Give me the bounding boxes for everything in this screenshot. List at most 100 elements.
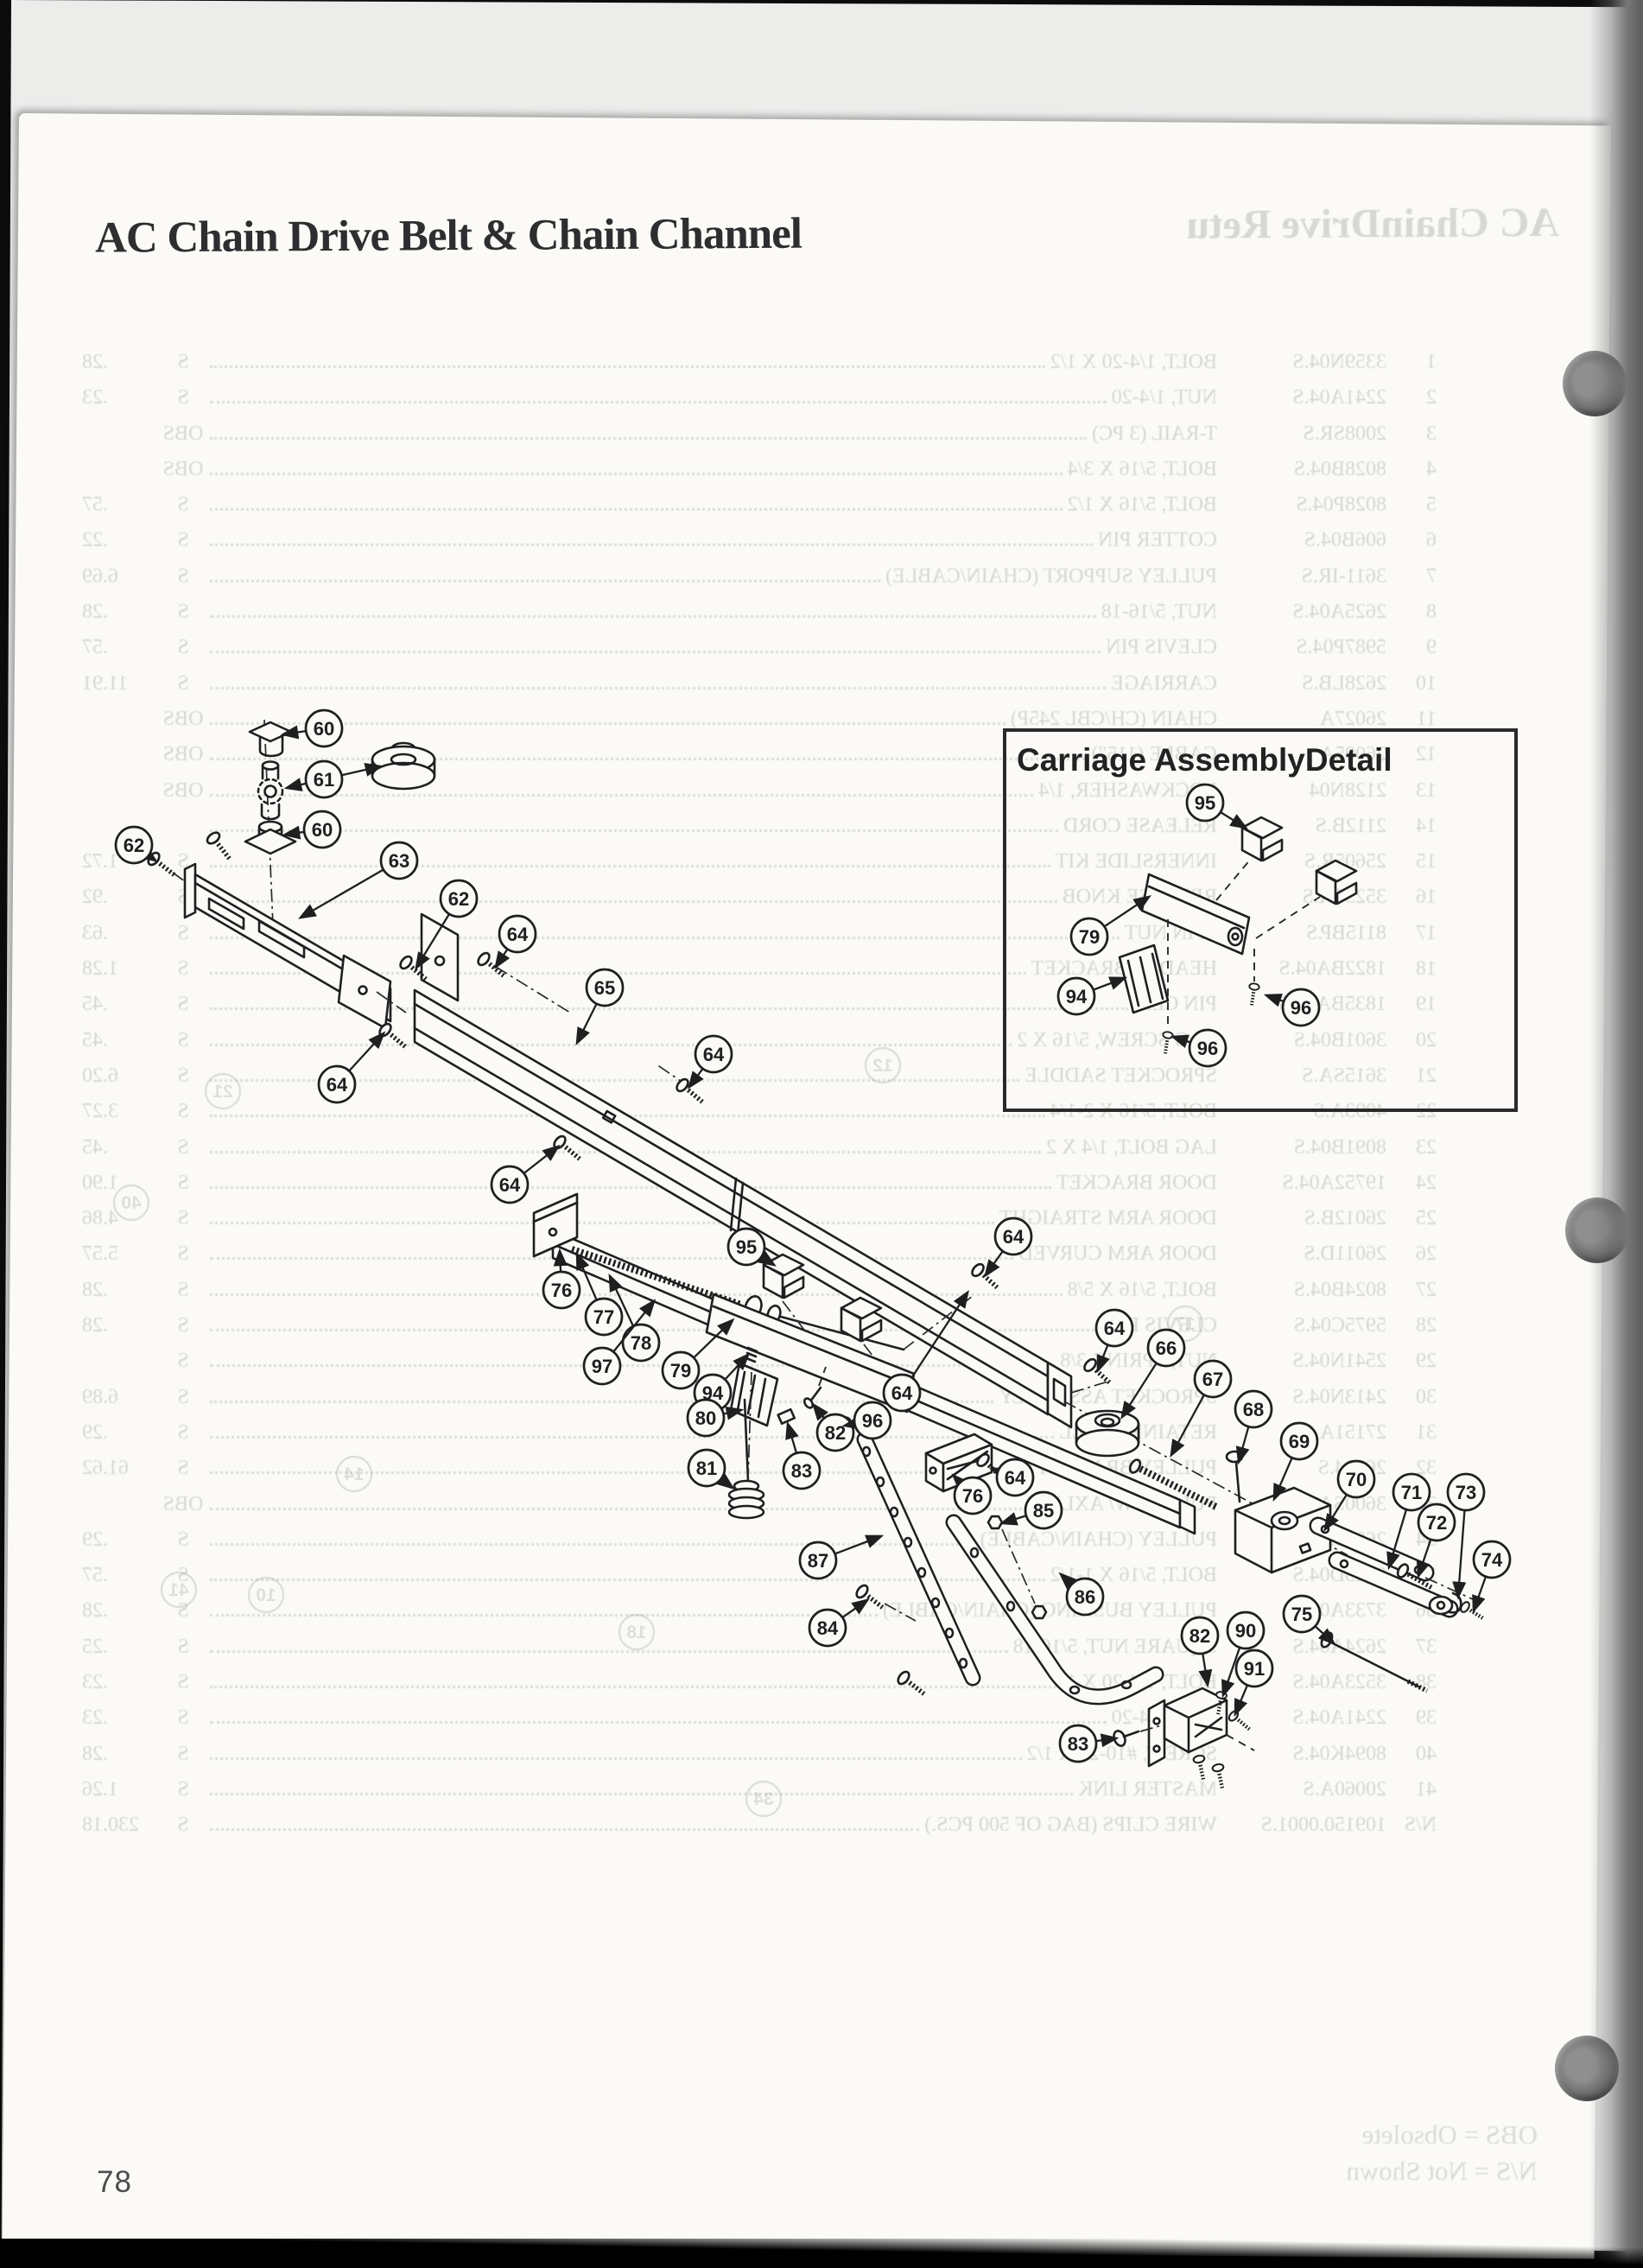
svg-text:12: 12 (872, 1056, 892, 1076)
scan-edge-bottom (0, 2239, 1643, 2268)
svg-text:10: 10 (256, 1585, 276, 1605)
balloon-75: 75 (1282, 1594, 1336, 1646)
svg-text:83: 83 (1068, 1733, 1088, 1755)
svg-text:64: 64 (891, 1382, 913, 1404)
balloon-79: 79 (661, 1318, 735, 1390)
svg-text:21: 21 (213, 1082, 233, 1102)
svg-text:63: 63 (389, 850, 409, 872)
svg-text:82: 82 (825, 1422, 846, 1444)
svg-text:62: 62 (448, 888, 469, 910)
svg-text:82: 82 (1189, 1625, 1210, 1647)
svg-text:34: 34 (753, 1789, 774, 1809)
svg-text:68: 68 (1243, 1399, 1264, 1420)
svg-text:75: 75 (1291, 1604, 1312, 1625)
svg-text:76: 76 (551, 1280, 572, 1301)
svg-text:41: 41 (168, 1580, 189, 1600)
balloon-82: 82 (811, 1402, 855, 1452)
svg-text:80: 80 (695, 1407, 716, 1429)
balloon-96: 96 (1263, 988, 1321, 1027)
door-arm-curved (945, 1514, 1164, 1706)
svg-text:64: 64 (1005, 1467, 1026, 1489)
svg-text:86: 86 (1075, 1586, 1095, 1608)
svg-text:87: 87 (808, 1550, 828, 1572)
svg-text:91: 91 (1244, 1658, 1265, 1680)
svg-text:67: 67 (1202, 1369, 1223, 1390)
balloon-64: 64 (882, 1290, 969, 1413)
balloon-62: 62 (114, 825, 158, 865)
balloon-76: 76 (951, 1473, 993, 1515)
balloon-64: 64 (984, 1217, 1033, 1278)
svg-text:18: 18 (626, 1623, 647, 1642)
balloon-77: 77 (575, 1251, 624, 1337)
svg-text:14: 14 (344, 1464, 365, 1484)
balloon-76: 76 (542, 1248, 581, 1310)
balloon-95: 95 (1185, 783, 1248, 829)
idler-pulley (1075, 1409, 1140, 1458)
balloon-94: 94 (1056, 976, 1128, 1016)
svg-text:96: 96 (1291, 997, 1311, 1019)
svg-text:77: 77 (593, 1306, 614, 1328)
svg-text:97: 97 (592, 1356, 612, 1377)
balloon-86: 86 (1058, 1572, 1105, 1617)
balloon-61: 61 (283, 759, 384, 799)
svg-text:62: 62 (124, 835, 144, 856)
balloon-83: 83 (782, 1420, 822, 1490)
svg-text:64: 64 (1104, 1318, 1126, 1339)
door-bracket (1147, 1687, 1228, 1768)
svg-text:90: 90 (1235, 1620, 1256, 1642)
svg-text:64: 64 (703, 1044, 725, 1065)
svg-text:84: 84 (817, 1617, 839, 1639)
svg-text:95: 95 (736, 1236, 757, 1258)
svg-text:64: 64 (499, 1174, 521, 1196)
svg-text:70: 70 (1346, 1469, 1367, 1490)
balloon-78: 78 (608, 1273, 661, 1363)
balloon-64: 64 (317, 1031, 386, 1104)
ghost-balloon-18: 18 (618, 1613, 656, 1651)
svg-text:83: 83 (791, 1460, 812, 1482)
ghost-balloon-17: 17 (1166, 1305, 1204, 1343)
svg-text:17: 17 (1175, 1314, 1195, 1334)
balloon-64: 64 (490, 1144, 561, 1204)
svg-text:95: 95 (1195, 792, 1215, 814)
carriage-assembly (705, 1253, 916, 1520)
sprocket-housing (1234, 1486, 1332, 1574)
balloon-65: 65 (575, 968, 625, 1046)
svg-text:60: 60 (312, 819, 333, 841)
page-number: 78 (97, 2165, 132, 2199)
scan-edge-right (1589, 0, 1643, 2268)
svg-text:69: 69 (1289, 1431, 1310, 1452)
balloon-60: 60 (282, 810, 342, 849)
svg-text:74: 74 (1481, 1549, 1503, 1571)
svg-text:85: 85 (1033, 1500, 1054, 1522)
sprocket-part (257, 778, 284, 805)
balloon-97: 97 (582, 1299, 657, 1386)
svg-text:79: 79 (670, 1360, 691, 1382)
ghost-balloon-34: 34 (745, 1780, 783, 1818)
balloon-72: 72 (1416, 1502, 1456, 1579)
svg-text:60: 60 (314, 718, 334, 740)
svg-text:65: 65 (594, 977, 615, 999)
balloon-96: 96 (1170, 1028, 1227, 1068)
balloon-70: 70 (1323, 1459, 1376, 1532)
balloon-90: 90 (1221, 1610, 1266, 1699)
svg-text:79: 79 (1079, 926, 1100, 948)
svg-text:66: 66 (1156, 1337, 1177, 1359)
ghost-balloon-14: 14 (335, 1455, 373, 1493)
svg-text:73: 73 (1456, 1482, 1476, 1503)
balloon-81: 81 (687, 1448, 735, 1490)
balloon-79: 79 (1069, 895, 1151, 956)
balloon-64: 64 (988, 1458, 1035, 1497)
svg-text:78: 78 (631, 1332, 651, 1354)
balloon-71: 71 (1386, 1472, 1431, 1571)
balloon-85: 85 (999, 1490, 1063, 1530)
svg-text:71: 71 (1401, 1482, 1422, 1503)
svg-text:61: 61 (314, 769, 334, 791)
balloon-80: 80 (686, 1398, 745, 1438)
spring-bumper (727, 1479, 765, 1520)
cap-nut-part (248, 721, 293, 743)
balloon-84: 84 (808, 1598, 870, 1648)
ghost-balloon-21: 21 (204, 1072, 242, 1110)
svg-text:94: 94 (1066, 986, 1088, 1007)
